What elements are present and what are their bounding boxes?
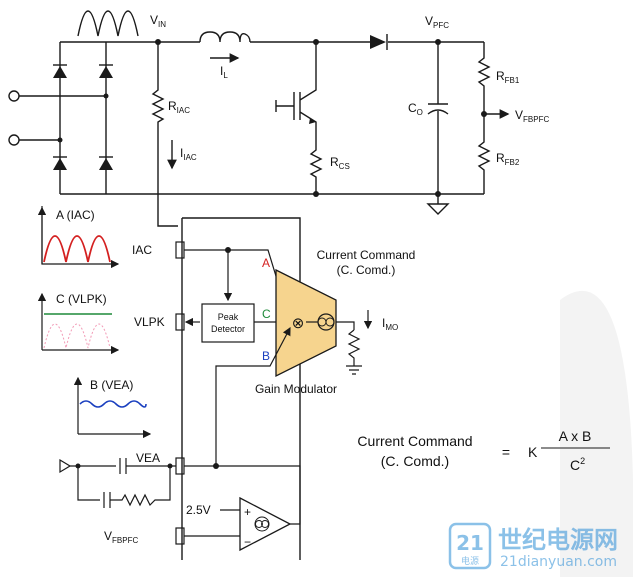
equation-numerator: A x B	[559, 428, 592, 444]
input-c-label: C	[262, 307, 271, 321]
current-command-title: Current Command	[317, 248, 416, 262]
boost-diode	[370, 34, 388, 50]
equation-k: K	[528, 444, 538, 460]
peak-detector-block	[201, 303, 255, 343]
input-a-label: A	[262, 256, 270, 270]
rfb2-label: RFB2	[496, 151, 520, 167]
vfbpfc-pin	[175, 527, 185, 545]
vlpk-pin-label: VLPK	[134, 315, 165, 329]
peak-detector-line1: Peak	[218, 312, 239, 322]
switch-igbt	[275, 42, 317, 140]
iac-pin-label: IAC	[132, 243, 152, 257]
riac-resistor	[151, 42, 178, 227]
ground-symbol	[426, 194, 450, 215]
rectified-sine-icon	[77, 10, 139, 37]
background-arc	[560, 290, 633, 577]
ac-input-wires	[19, 95, 106, 141]
ac-input-terminal-1	[8, 90, 20, 102]
ref-voltage-label: 2.5V	[186, 503, 211, 517]
vfbpfc-output-label: VFBPFC	[515, 108, 549, 124]
waveform-c-label: C (VLPK)	[56, 292, 107, 306]
current-command-equation: Current Command (C. Comd.) = K A x B C2	[357, 428, 610, 473]
imo-label: IMO	[382, 316, 398, 332]
plus-sign: +	[244, 505, 251, 519]
input-b-label: B	[262, 349, 270, 363]
error-amplifier	[239, 496, 292, 552]
vin-label: VIN	[150, 13, 166, 29]
watermark-logo-sub: 电源	[461, 555, 479, 567]
imo-output-wire	[336, 321, 355, 330]
waveform-a-label: A (IAC)	[56, 208, 95, 222]
rfb2-resistor	[477, 114, 491, 194]
minus-sign: −	[244, 535, 251, 549]
equation-lhs-line2: (C. Comd.)	[381, 453, 449, 469]
site-watermark: 21 电源 世纪电源网 21dianyuan.com	[448, 520, 630, 572]
vea-internal-wire	[184, 465, 301, 525]
iac-pin	[175, 241, 185, 259]
rmo-resistor	[346, 329, 362, 375]
il-label: IL	[220, 64, 228, 80]
ac-input-terminal-2	[8, 134, 20, 146]
multiplier-symbol: ⊗	[292, 315, 305, 332]
watermark-logo-digits: 21	[456, 531, 484, 555]
rcs-label: RCS	[330, 155, 350, 171]
vea-pin	[175, 457, 185, 475]
rfb1-label: RFB1	[496, 69, 520, 85]
compensation-network	[59, 458, 176, 508]
gain-modulator-label: Gain Modulator	[255, 382, 337, 396]
co-label: CO	[408, 101, 423, 117]
equation-denominator: C2	[570, 456, 585, 473]
controller-ic-outline	[181, 217, 301, 560]
watermark-url: 21dianyuan.com	[500, 554, 617, 570]
bridge-rectifier	[53, 42, 113, 194]
rfb1-resistor	[477, 42, 491, 114]
vea-pin-label: VEA	[136, 451, 160, 465]
current-command-abbrev: (C. Comd.)	[337, 263, 396, 277]
watermark-title: 世纪电源网	[498, 526, 618, 554]
vfbpfc-pin-label: VFBPFC	[104, 529, 138, 545]
waveform-c-vlpk	[37, 292, 120, 355]
peak-detector-line2: Detector	[211, 324, 245, 334]
vea-to-modulator-wire	[215, 326, 291, 464]
iac-current-label: IIAC	[180, 146, 197, 162]
waveform-a-iac	[37, 206, 120, 269]
output-capacitor	[427, 42, 449, 194]
riac-label: RIAC	[168, 99, 190, 115]
waveform-b-label: B (VEA)	[90, 378, 133, 392]
vpfc-label: VPFC	[425, 14, 449, 30]
equation-equals: =	[502, 444, 510, 460]
waveform-b-vea	[73, 376, 152, 439]
inductor	[199, 31, 251, 43]
vlpk-pin	[175, 313, 185, 331]
gain-modulator-block	[275, 268, 337, 378]
equation-lhs-line1: Current Command	[357, 433, 472, 449]
rcs-resistor	[309, 140, 323, 194]
